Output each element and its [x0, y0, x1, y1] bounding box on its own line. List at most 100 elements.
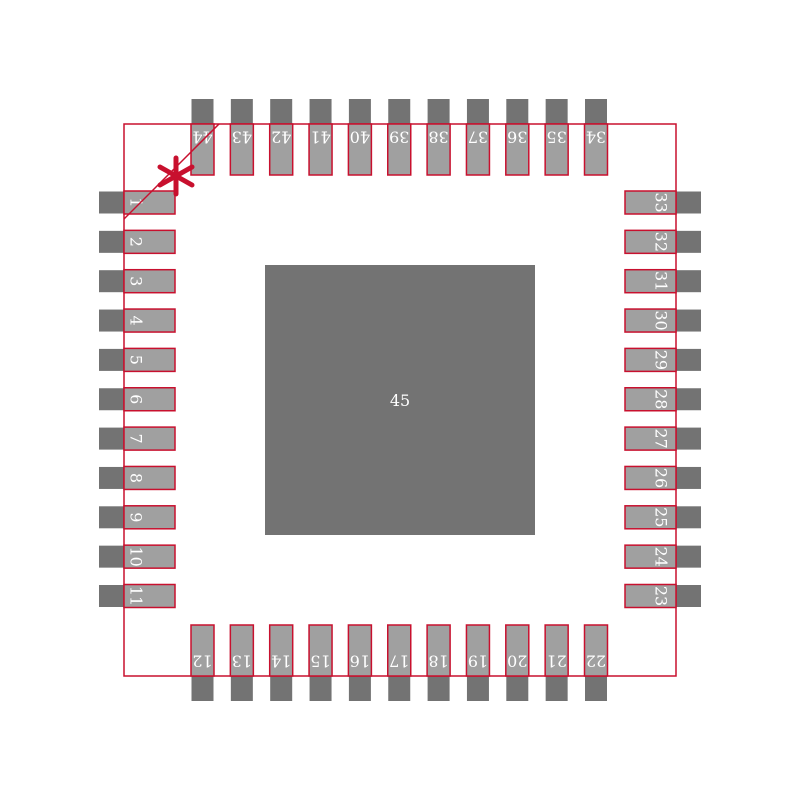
pad-label-21: 21 [546, 652, 566, 671]
pin-stub [676, 506, 701, 529]
pad-26 [624, 465, 677, 491]
pad-22 [583, 624, 609, 677]
pin-stub [676, 388, 701, 411]
pad-label-12: 12 [192, 652, 212, 671]
pad-34 [583, 123, 609, 176]
pin-stub [99, 466, 124, 489]
pad-label-28: 28 [652, 389, 671, 409]
pad-18 [426, 624, 451, 677]
pad-label-35: 35 [546, 128, 566, 147]
pad-20 [505, 624, 530, 677]
pad-label-14: 14 [271, 652, 291, 671]
pin-stub [309, 676, 332, 701]
pin-stub [99, 309, 124, 332]
pin-stub [676, 270, 701, 293]
pad-4 [123, 308, 176, 333]
pad-24 [624, 544, 677, 569]
pad-label-19: 19 [468, 652, 488, 671]
pin-stub [191, 99, 214, 124]
pad-label-29: 29 [652, 350, 671, 370]
pin-stub [99, 270, 124, 293]
pad-label-11: 11 [127, 586, 146, 606]
pad-label-34: 34 [586, 128, 606, 147]
pin-stub [99, 230, 124, 253]
pin-stub [388, 99, 411, 124]
pin-stub [230, 99, 253, 124]
pad-11 [123, 583, 176, 609]
pin-stub [99, 506, 124, 529]
pin-stub [427, 99, 450, 124]
pad-label-32: 32 [652, 232, 671, 252]
pin-stub [388, 676, 411, 701]
pad-label-38: 38 [428, 128, 448, 147]
pin-stub [506, 99, 529, 124]
pad-7 [123, 426, 176, 451]
pin-stub [427, 676, 450, 701]
pad-label-41: 41 [310, 128, 330, 147]
pad-1 [123, 190, 176, 215]
pad-label-40: 40 [350, 128, 370, 147]
pin-stub [99, 388, 124, 411]
pad-label-43: 43 [232, 128, 252, 147]
pad-35 [544, 123, 569, 176]
pin-stub [676, 230, 701, 253]
pad-3 [123, 268, 176, 294]
pad-label-6: 6 [127, 394, 146, 404]
pad-38 [426, 123, 451, 176]
pin-stub [676, 585, 701, 607]
pad-label-30: 30 [652, 310, 671, 330]
pad-label-4: 4 [127, 315, 146, 325]
pad-label-16: 16 [350, 652, 370, 671]
center-pad [265, 265, 535, 535]
pin-stub [466, 99, 489, 124]
pin-stub [191, 676, 214, 701]
pad-15 [308, 624, 333, 677]
pad-label-2: 2 [127, 237, 146, 247]
pad-10 [123, 544, 176, 569]
pad-label-25: 25 [652, 507, 671, 527]
pin-stub [348, 676, 371, 701]
pad-32 [624, 229, 677, 255]
pin-stub [466, 676, 489, 701]
pad-9 [123, 505, 176, 530]
pad-6 [123, 387, 176, 412]
pin-stub [676, 348, 701, 371]
pad-label-33: 33 [652, 192, 671, 212]
pad-28 [624, 387, 677, 412]
pad-label-39: 39 [389, 128, 409, 147]
pad-31 [624, 268, 677, 294]
pad-19 [465, 624, 491, 677]
pad-14 [268, 624, 294, 677]
pad-label-17: 17 [389, 652, 409, 671]
pin-stub [348, 99, 371, 124]
pad-37 [465, 123, 491, 176]
pad-25 [624, 505, 677, 530]
pad-label-5: 5 [127, 355, 146, 365]
pin-stub [545, 676, 568, 701]
pin-stub [270, 99, 293, 124]
center-pad-label: 45 [390, 391, 410, 410]
pin-stub [309, 99, 332, 124]
pin-stub [506, 676, 529, 701]
pad-16 [347, 624, 373, 677]
pin-stub [676, 545, 701, 568]
pad-label-23: 23 [652, 586, 671, 606]
pad-label-15: 15 [310, 652, 330, 671]
pad-label-27: 27 [652, 428, 671, 448]
pad-8 [123, 465, 176, 491]
pad-5 [123, 347, 176, 373]
pin-stub [676, 191, 701, 214]
pad-label-37: 37 [468, 128, 488, 147]
pad-label-24: 24 [652, 546, 671, 566]
pad-label-10: 10 [127, 546, 146, 566]
pad-27 [624, 426, 677, 451]
pin-stub [585, 676, 607, 701]
pin-stub [676, 466, 701, 489]
pad-12 [190, 624, 215, 677]
pad-label-44: 44 [192, 128, 212, 147]
pad-30 [624, 308, 677, 333]
pad-label-13: 13 [232, 652, 252, 671]
pad-label-9: 9 [127, 512, 146, 522]
